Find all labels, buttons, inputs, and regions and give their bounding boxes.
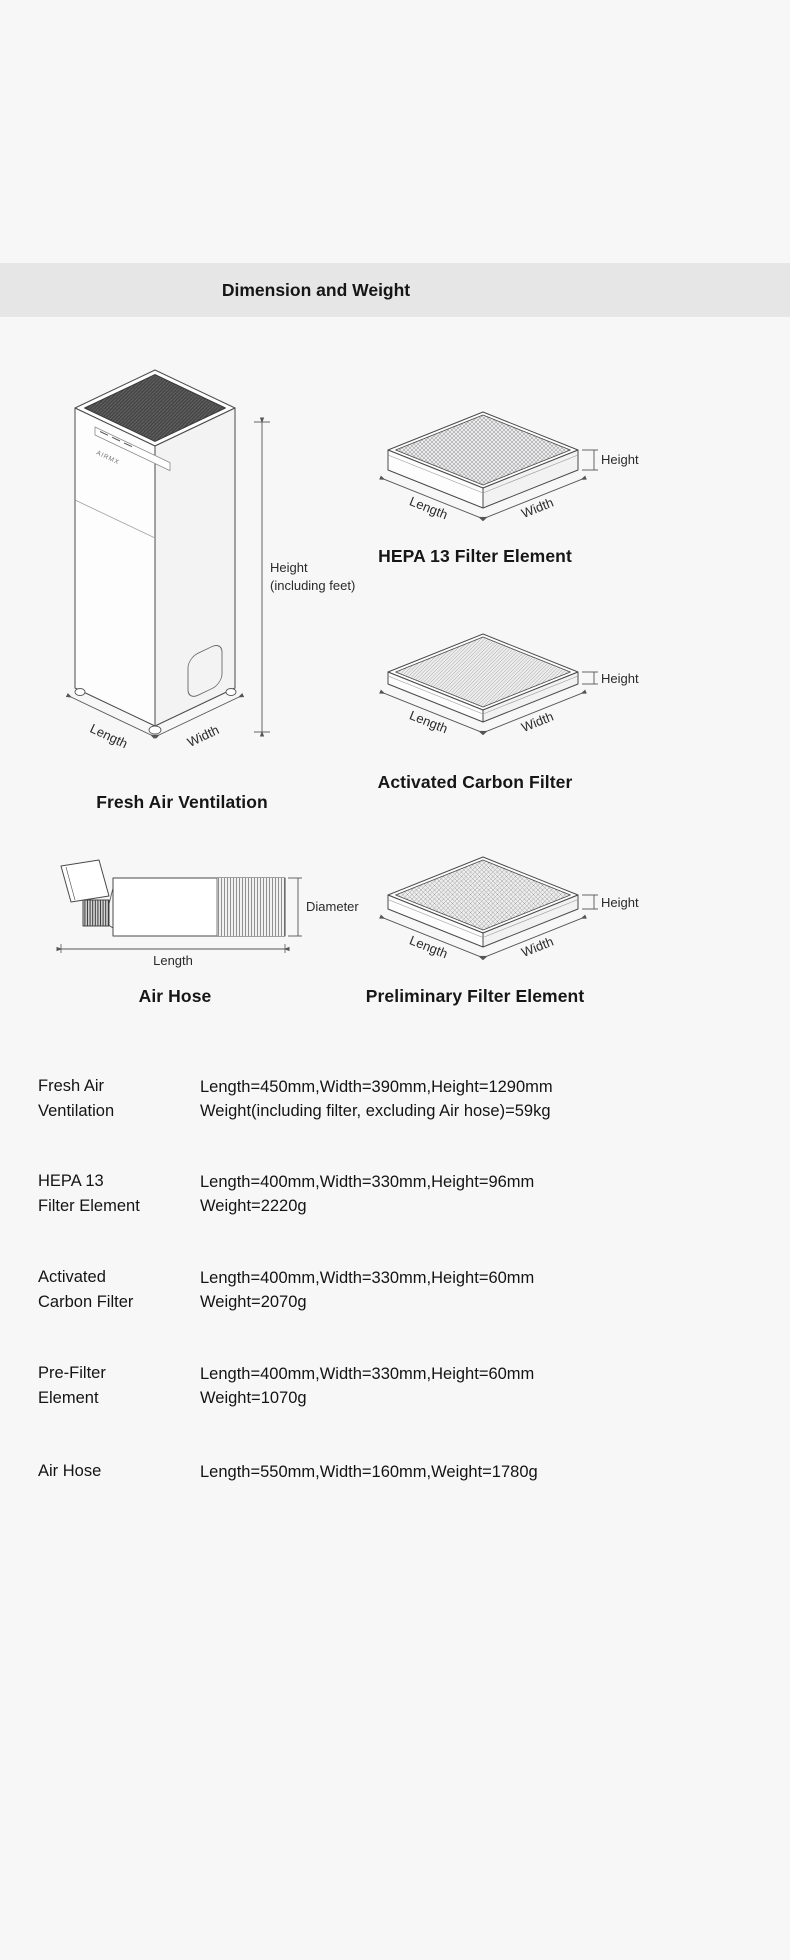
diameter-label: Diameter [306,899,359,914]
height-dimension-line [582,671,598,685]
air-intake-grille [84,374,226,442]
length-label: Length [153,953,193,968]
caption-activated-carbon-filter: Activated Carbon Filter [377,772,573,792]
fresh-air-ventilation-illustration: AIRMX Height (including feet) Length Wid… [65,369,355,752]
width-dimension-line [481,914,587,961]
spec-name: HEPA 13 Filter Element [38,1169,200,1219]
length-dimension-line [379,914,485,961]
spec-name-line: Ventilation [38,1102,115,1120]
length-label: Length [407,932,449,961]
width-label: Width [519,495,555,521]
caption-hepa-filter: HEPA 13 Filter Element [378,546,572,566]
width-label: Width [185,722,221,750]
caption-fresh-air-ventilation: Fresh Air Ventilation [96,792,268,812]
height-dimension-line [582,449,598,471]
spec-name: Air Hose [38,1459,200,1484]
preliminary-filter-illustration: Height Length Width [379,856,639,961]
spec-row-air-hose: Air Hose Length=550mm,Width=160mm,Weight… [38,1459,764,1484]
spec-name-line: Pre-Filter [38,1364,106,1382]
length-dimension-line [379,475,485,522]
spec-name: Pre-Filter Element [38,1361,200,1411]
spec-values: Length=400mm,Width=330mm,Height=60mm Wei… [200,1361,764,1411]
width-dimension-line [153,692,245,740]
height-label: Height [270,560,308,575]
spec-value-line: Length=400mm,Width=330mm,Height=60mm [200,1365,535,1383]
section-title: Dimension and Weight [221,280,411,300]
length-dimension-line [65,692,157,740]
hose-collar [82,899,110,927]
spec-value-line: Weight=1070g [200,1389,307,1407]
air-outlet [187,645,223,697]
spec-name: Fresh Air Ventilation [38,1074,200,1124]
spec-name-line: Activated [38,1268,106,1286]
height-dimension-line [254,417,270,737]
height-dimension-line [582,894,598,910]
spec-values: Length=450mm,Width=390mm,Height=1290mm W… [200,1074,764,1124]
hose-corrugation [217,878,285,936]
spec-value-line: Length=450mm,Width=390mm,Height=1290mm [200,1078,553,1096]
hepa-filter-illustration: Height Length Width [379,411,639,522]
spec-row-fresh-air-ventilation: Fresh Air Ventilation Length=450mm,Width… [38,1074,764,1124]
spec-value-line: Weight=2070g [200,1293,307,1311]
width-dimension-line [481,475,587,522]
spec-value-line: Length=550mm,Width=160mm,Weight=1780g [200,1463,538,1481]
spec-value-line: Length=400mm,Width=330mm,Height=96mm [200,1173,535,1191]
spec-name-line: Fresh Air [38,1077,105,1095]
activated-carbon-filter-illustration: Height Length Width [379,633,639,736]
spec-name-line: Element [38,1389,99,1407]
caption-preliminary-filter: Preliminary Filter Element [365,986,585,1006]
spec-value-line: Weight=2220g [200,1197,307,1215]
spec-name-line: HEPA 13 [38,1172,104,1190]
spec-row-hepa-filter: HEPA 13 Filter Element Length=400mm,Widt… [38,1169,764,1219]
section-title-band: Dimension and Weight [0,263,790,317]
caption-air-hose: Air Hose [138,986,212,1006]
door-seam-line [74,499,156,539]
spec-values: Length=400mm,Width=330mm,Height=60mm Wei… [200,1265,764,1315]
diameter-dimension-line [288,877,302,937]
control-panel-marks [99,431,133,448]
length-dimension-line [379,689,485,736]
height-label: Height [601,895,639,910]
spec-row-pre-filter: Pre-Filter Element Length=400mm,Width=33… [38,1361,764,1411]
length-dimension-line [56,944,290,953]
spec-value-line: Length=400mm,Width=330mm,Height=60mm [200,1269,535,1287]
spec-row-activated-carbon-filter: Activated Carbon Filter Length=400mm,Wid… [38,1265,764,1315]
length-label: Length [407,493,449,522]
spec-values: Length=400mm,Width=330mm,Height=96mm Wei… [200,1169,764,1219]
width-label: Width [519,709,555,735]
tower-side-face [154,407,236,727]
length-label: Length [407,707,449,736]
width-dimension-line [481,689,587,736]
spec-name-line: Carbon Filter [38,1293,134,1311]
length-label: Length [88,721,130,752]
hose-nozzle [60,859,110,903]
spec-name: Activated Carbon Filter [38,1265,200,1315]
width-label: Width [519,934,555,960]
spec-values: Length=550mm,Width=160mm,Weight=1780g [200,1459,764,1484]
spec-name-line: Air Hose [38,1462,102,1480]
spec-value-line: Weight(including filter, excluding Air h… [200,1102,551,1120]
height-label: Height [601,452,639,467]
air-hose-illustration: Diameter Length [56,859,359,968]
spec-name-line: Filter Element [38,1197,140,1215]
including-feet-label: (including feet) [270,578,355,593]
height-label: Height [601,671,639,686]
